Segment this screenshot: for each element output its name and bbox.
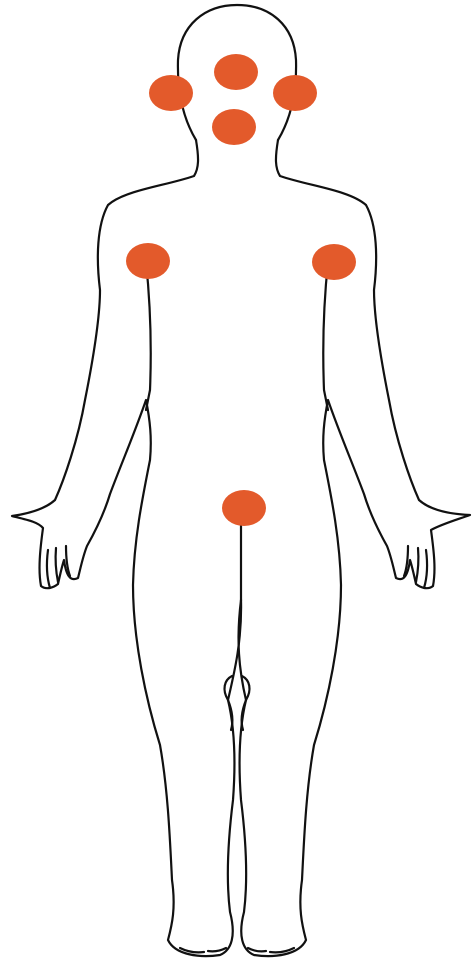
marker-right-ear (149, 75, 193, 111)
marker-group (126, 54, 356, 526)
marker-forehead (214, 54, 258, 90)
marker-groin (222, 490, 266, 526)
fingers-left (47, 546, 70, 588)
marker-left-ear (273, 75, 317, 111)
marker-chin (212, 109, 256, 145)
body-outline (12, 5, 470, 956)
toes-left (180, 948, 226, 952)
inner-arm-left (146, 262, 151, 410)
marker-left-shoulder (312, 244, 356, 280)
toes-right (248, 948, 294, 952)
marker-right-shoulder (126, 243, 170, 279)
inner-arm-right (323, 262, 328, 410)
fingers-right (404, 546, 427, 588)
